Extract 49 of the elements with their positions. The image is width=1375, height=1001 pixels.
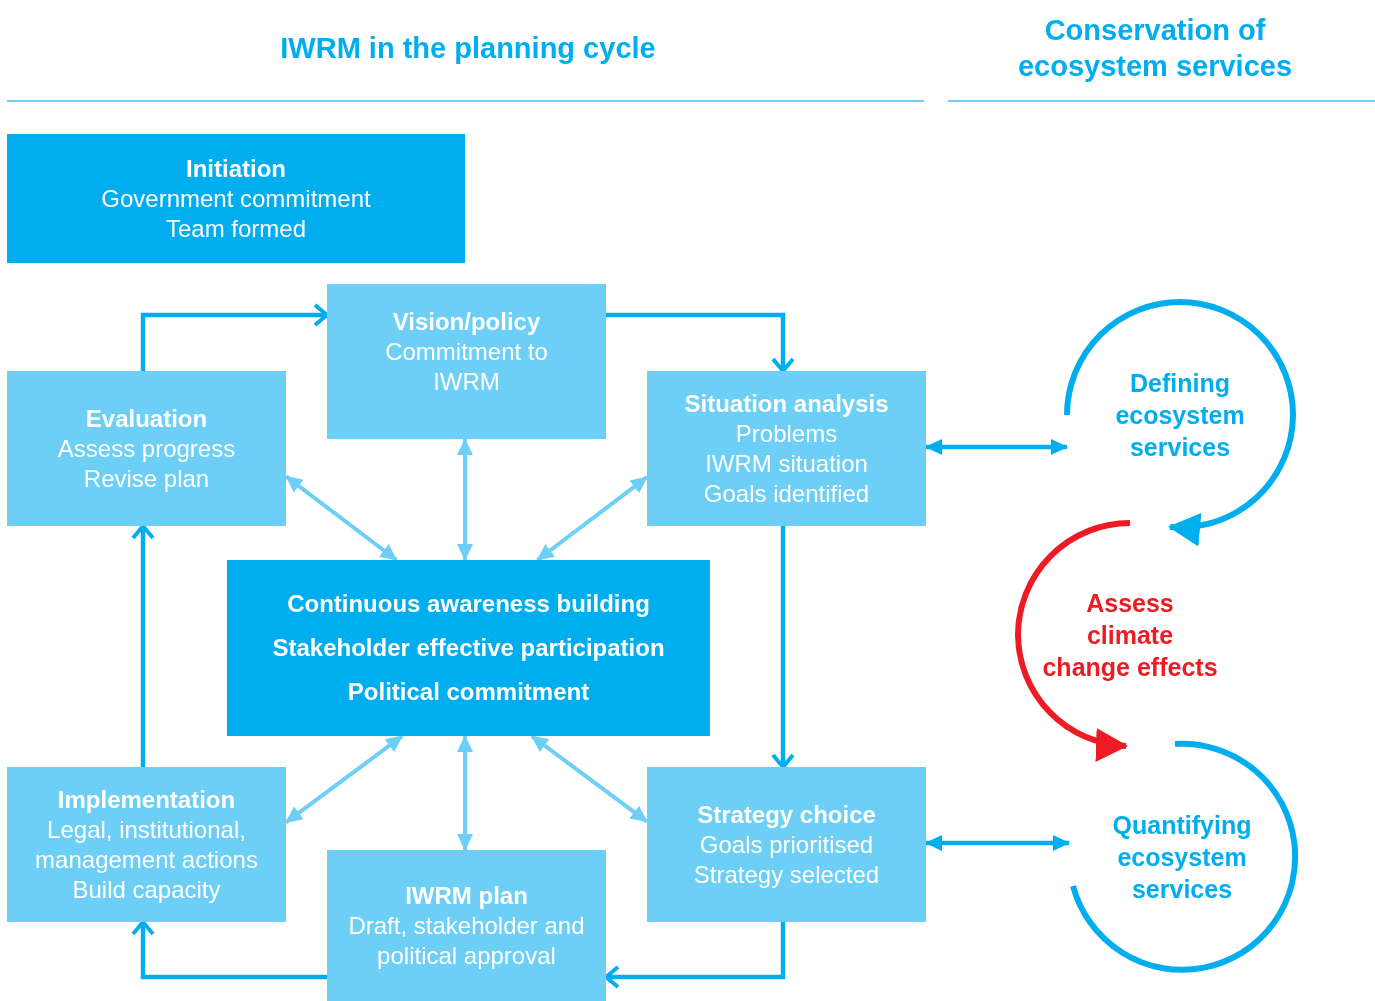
process-box	[327, 850, 606, 1001]
arrow	[925, 835, 1070, 851]
process-box	[647, 767, 926, 922]
box-text: Goals prioritised	[699, 829, 874, 860]
box-text: Government commitment	[101, 183, 371, 214]
process-box	[647, 371, 926, 526]
arrow	[1168, 414, 1296, 545]
box-heading: Political commitment	[347, 677, 590, 707]
arrow	[536, 475, 649, 562]
box-heading: Continuous awareness building	[287, 589, 650, 619]
box-text: Revise plan	[83, 463, 210, 494]
process-box	[227, 560, 710, 736]
section-heading: Conservation of ecosystem services	[1016, 13, 1294, 84]
node-label: Defining ecosystem services	[1114, 368, 1246, 463]
arrow	[606, 312, 795, 373]
box-heading: Initiation	[186, 153, 286, 184]
process-box	[7, 134, 465, 263]
arrow	[457, 735, 473, 851]
box-heading: Vision/policy	[392, 306, 541, 337]
box-heading: Evaluation	[85, 403, 208, 434]
arrow	[140, 303, 329, 371]
box-text: Problems	[735, 418, 838, 449]
box-heading: Implementation	[57, 784, 236, 815]
box-text: Strategy selected	[693, 859, 880, 890]
box-heading: Strategy choice	[697, 799, 876, 830]
process-box	[327, 284, 606, 439]
box-text: Team formed	[165, 213, 307, 244]
process-box	[7, 767, 286, 922]
box-text: Goals identified	[703, 478, 870, 509]
box-heading: Stakeholder effective participation	[272, 633, 665, 663]
box-text: Assess progress	[57, 433, 236, 464]
node-label: Assess climate change effects	[1041, 588, 1219, 683]
arrow	[131, 524, 155, 767]
box-heading: Situation analysis	[684, 388, 889, 419]
box-heading: IWRM plan	[405, 880, 528, 911]
process-box	[7, 371, 286, 526]
arrow	[530, 734, 649, 824]
arrow	[457, 438, 473, 561]
arrow	[771, 526, 795, 769]
node-label: Quantifying ecosystem services	[1111, 810, 1253, 905]
arrow	[925, 439, 1068, 455]
box-text: IWRM situation	[705, 448, 868, 479]
arrow	[1015, 634, 1128, 760]
box-text: Legal, institutional, management actions	[34, 814, 259, 875]
arrow	[131, 920, 327, 980]
box-text: Commitment to IWRM	[384, 336, 549, 397]
box-text: Build capacity	[72, 874, 221, 905]
section-heading: IWRM in the planning cycle	[279, 31, 657, 66]
box-text: Draft, stakeholder and political approval	[347, 910, 586, 971]
